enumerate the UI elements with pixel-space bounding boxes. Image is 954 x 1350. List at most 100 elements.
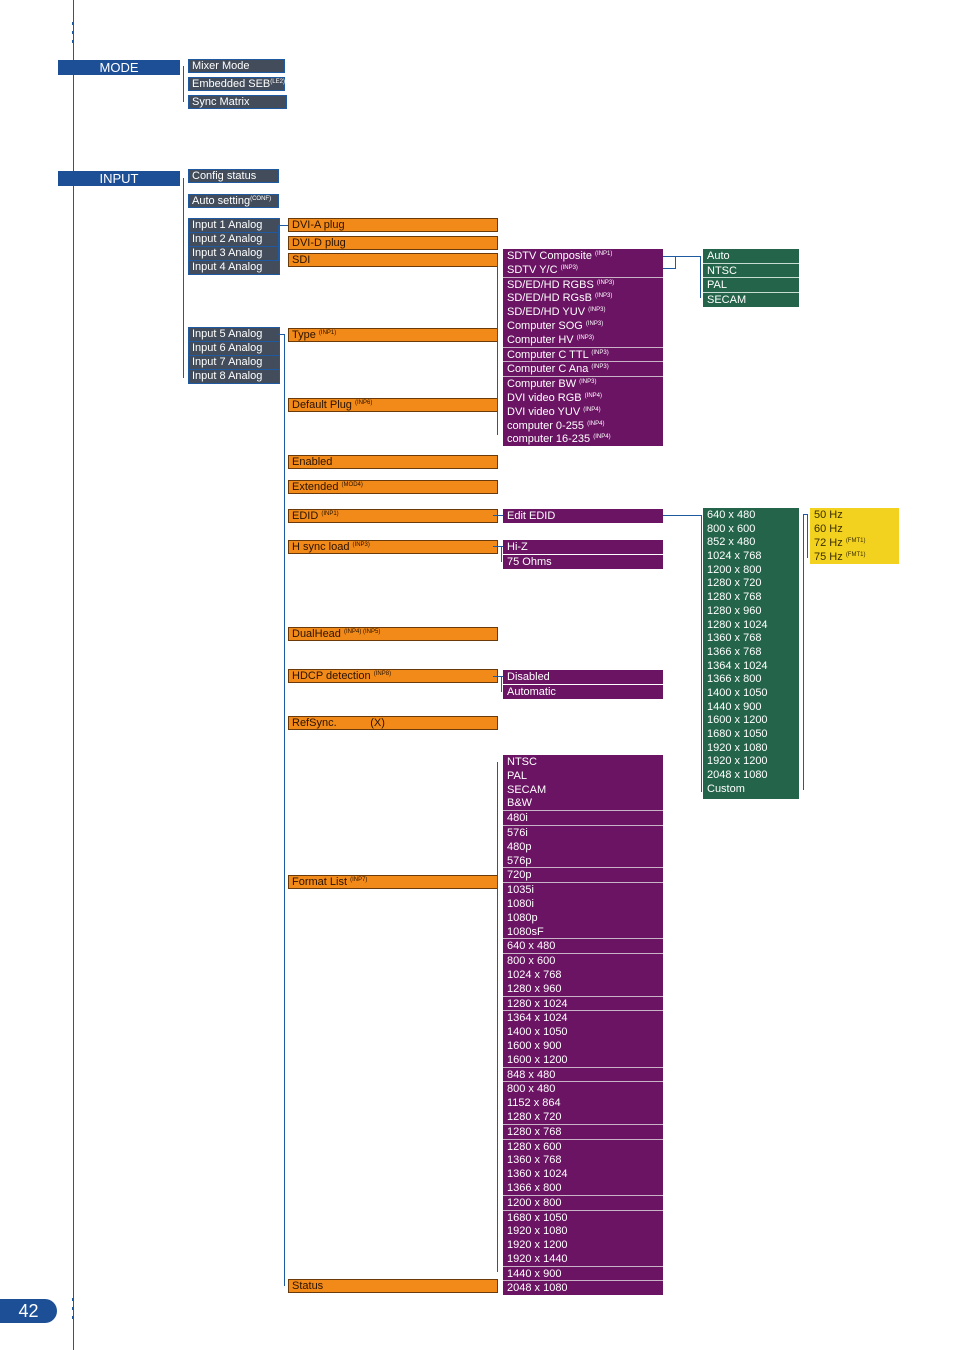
menu-hdcp-detection[interactable]: HDCP detection (INP8): [288, 669, 498, 683]
menu-dualhead[interactable]: DualHead (INP4) (INP5): [288, 627, 498, 641]
menu-refsync[interactable]: RefSync. (X): [288, 716, 498, 730]
format-item[interactable]: 1920 x 1080: [507, 1225, 568, 1238]
format-item[interactable]: B&W: [503, 796, 663, 812]
sdi-standard-item[interactable]: SECAM: [707, 294, 747, 307]
type-item[interactable]: Computer C Ana (INP3): [503, 362, 663, 378]
format-item[interactable]: 1280 x 960: [503, 982, 663, 997]
format-item[interactable]: 1280 x 1024: [503, 997, 663, 1012]
edid-resolution-item[interactable]: 800 x 600: [707, 522, 756, 535]
edit-edid-box[interactable]: Edit EDID: [503, 509, 663, 523]
edid-resolution-item[interactable]: 640 x 480: [707, 509, 756, 521]
format-item[interactable]: 1360 x 768: [507, 1154, 562, 1167]
refresh-rate-item[interactable]: 75 Hz (FMT1): [814, 551, 866, 563]
format-item[interactable]: 1920 x 1200: [507, 1239, 568, 1252]
type-item[interactable]: computer 0-255 (INP4): [507, 419, 605, 432]
menu-extended[interactable]: Extended (MOD4): [288, 480, 498, 494]
input-8-item[interactable]: Input 8 Analog: [192, 370, 263, 382]
type-item[interactable]: Computer C TTL (INP3): [503, 348, 663, 363]
format-item[interactable]: 640 x 480: [503, 939, 663, 955]
type-item[interactable]: DVI video RGB (INP4): [507, 391, 602, 404]
edid-resolution-item[interactable]: 1400 x 1050: [707, 686, 768, 699]
format-item[interactable]: 480i: [503, 811, 663, 826]
type-item[interactable]: SDTV Composite (INP1): [507, 250, 613, 262]
format-item[interactable]: 1680 x 1050: [507, 1211, 568, 1224]
plug-dvi-a[interactable]: DVI-A plug: [288, 218, 498, 232]
type-item[interactable]: Computer SOG (INP3): [507, 319, 604, 332]
mode-item-embedded-seb[interactable]: Embedded SEB(LE2): [188, 77, 285, 91]
format-item[interactable]: 1440 x 900: [503, 1267, 663, 1282]
format-item[interactable]: 1080p: [507, 911, 538, 924]
format-item[interactable]: 576i: [507, 826, 528, 839]
edid-resolution-item[interactable]: 1600 x 1200: [707, 714, 768, 727]
hsync-option-label[interactable]: 75 Ohms: [507, 556, 552, 568]
format-item[interactable]: 1035i: [507, 884, 534, 897]
refresh-rate-item[interactable]: 50 Hz: [814, 509, 843, 521]
type-item[interactable]: computer 16-235 (INP4): [507, 433, 611, 446]
format-item[interactable]: 1024 x 768: [507, 968, 562, 981]
format-item[interactable]: 1600 x 1200: [503, 1053, 663, 1068]
format-item[interactable]: 1360 x 1024: [507, 1168, 568, 1181]
edid-resolution-item[interactable]: 1920 x 1080: [707, 741, 768, 754]
input-5-item[interactable]: Input 5 Analog: [189, 328, 279, 342]
input-4-item[interactable]: Input 4 Analog: [192, 261, 263, 273]
mode-item-mixer[interactable]: Mixer Mode: [188, 59, 285, 73]
format-item[interactable]: SECAM: [507, 783, 547, 796]
type-item[interactable]: DVI video YUV (INP4): [507, 405, 601, 418]
input-1-item[interactable]: Input 1 Analog: [189, 219, 279, 233]
input-7-item[interactable]: Input 7 Analog: [189, 356, 279, 370]
hsync-option-2[interactable]: 75 Ohms: [503, 555, 663, 569]
type-item[interactable]: SD/ED/HD RGsB (INP3): [507, 292, 613, 305]
edid-resolution-item[interactable]: 1366 x 768: [707, 645, 762, 658]
format-item[interactable]: PAL: [507, 769, 527, 782]
refresh-rate-item[interactable]: 60 Hz: [814, 523, 843, 535]
auto-setting-item[interactable]: Auto setting(CONF): [188, 194, 279, 208]
input-2-item[interactable]: Input 2 Analog: [189, 233, 279, 247]
format-item[interactable]: 1280 x 600: [507, 1140, 562, 1153]
format-item[interactable]: 480p: [507, 840, 532, 853]
format-item[interactable]: 1152 x 864: [507, 1097, 561, 1110]
format-item[interactable]: 848 x 480: [503, 1068, 663, 1083]
config-status-item[interactable]: Config status: [188, 169, 279, 183]
format-item[interactable]: 576p: [503, 854, 663, 869]
menu-type[interactable]: Type (INP1): [288, 328, 498, 342]
edid-resolution-item[interactable]: 1280 x 1024: [707, 618, 768, 631]
format-item[interactable]: 1200 x 800: [503, 1196, 663, 1211]
format-item[interactable]: 720p: [503, 868, 663, 884]
menu-edid[interactable]: EDID (INP1): [288, 509, 498, 523]
menu-enabled[interactable]: Enabled: [288, 455, 498, 469]
hdcp-option-label[interactable]: Disabled: [507, 671, 550, 683]
type-item[interactable]: Computer BW (INP3): [507, 378, 597, 391]
edid-resolution-item[interactable]: 1280 x 720: [707, 577, 762, 590]
edid-resolution-item[interactable]: Custom: [707, 782, 745, 795]
format-item[interactable]: 1920 x 1440: [503, 1252, 663, 1267]
edid-resolution-item[interactable]: 1680 x 1050: [707, 728, 768, 740]
edit-edid-label[interactable]: Edit EDID: [507, 510, 556, 522]
edid-resolution-item[interactable]: 1024 x 768: [707, 550, 762, 563]
format-item[interactable]: 2048 x 1080: [507, 1282, 568, 1295]
sdi-standard-item[interactable]: NTSC: [703, 264, 799, 279]
plug-sdi[interactable]: SDI: [288, 253, 498, 267]
type-item[interactable]: SD/ED/HD YUV (INP3): [507, 306, 606, 319]
edid-resolution-item[interactable]: 1440 x 900: [707, 700, 762, 713]
edid-resolution-item[interactable]: 2048 x 1080: [707, 769, 768, 782]
edid-resolution-item[interactable]: 1280 x 768: [707, 591, 762, 604]
menu-format-list[interactable]: Format List (INP7): [288, 875, 498, 889]
input-6-item[interactable]: Input 6 Analog: [189, 342, 279, 356]
menu-default-plug[interactable]: Default Plug (INP6): [288, 398, 498, 412]
type-item[interactable]: SDTV Y/C (INP3): [503, 263, 663, 278]
format-item[interactable]: 1364 x 1024: [507, 1012, 568, 1025]
format-item[interactable]: 1080sF: [503, 925, 663, 940]
input-3-item[interactable]: Input 3 Analog: [189, 247, 279, 261]
edid-resolution-item[interactable]: 1360 x 768: [707, 632, 762, 645]
plug-dvi-d[interactable]: DVI-D plug: [288, 236, 498, 250]
format-item[interactable]: 1280 x 720: [503, 1110, 663, 1125]
edid-resolution-item[interactable]: 1920 x 1200: [707, 755, 768, 768]
format-item[interactable]: 1366 x 800: [503, 1181, 663, 1196]
menu-hsync-load[interactable]: H sync load (INP3): [288, 540, 498, 554]
edid-resolution-item[interactable]: 1366 x 800: [707, 673, 762, 686]
format-item[interactable]: 800 x 600: [507, 955, 556, 968]
format-item[interactable]: 1600 x 900: [507, 1039, 562, 1052]
edid-resolution-item[interactable]: 1364 x 1024: [707, 659, 768, 672]
format-item[interactable]: 800 x 480: [507, 1083, 556, 1096]
format-item[interactable]: NTSC: [507, 756, 537, 768]
